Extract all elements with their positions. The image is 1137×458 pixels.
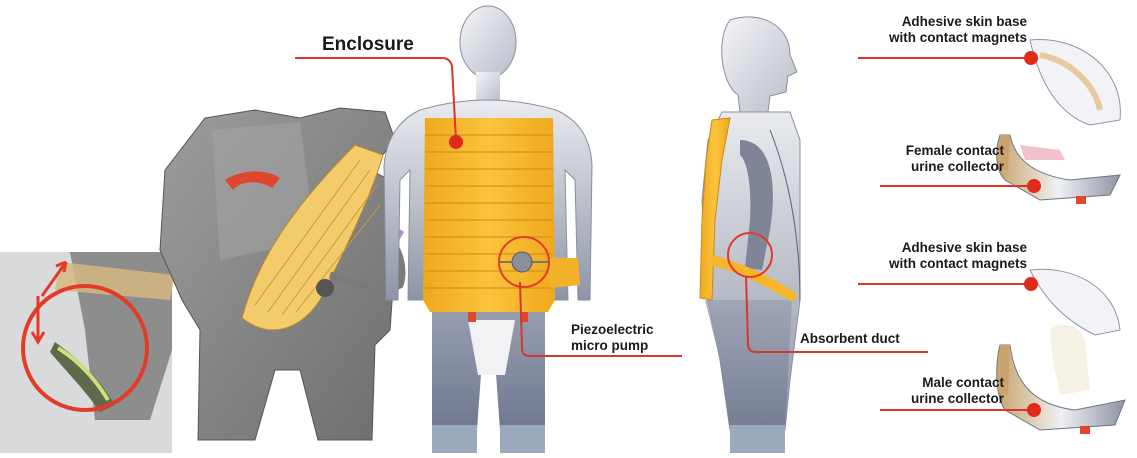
adhesive-bottom-dot (1024, 277, 1038, 291)
pump-label-line2: micro pump (571, 338, 654, 354)
female-collector-line2: urine collector (906, 159, 1004, 175)
micro-pump-icon (512, 252, 532, 272)
adhesive-base-bottom-line1: Adhesive skin base (889, 240, 1027, 256)
garment-illustration (160, 108, 404, 440)
leader-lines (295, 58, 1033, 410)
inset-detail (0, 252, 175, 453)
absorbent-duct-label: Absorbent duct (800, 331, 900, 347)
adhesive-top-dot (1024, 51, 1038, 65)
collector-details (997, 40, 1125, 434)
pump-label-line1: Piezoelectric (571, 322, 654, 338)
female-dot (1027, 179, 1041, 193)
male-collector-line2: urine collector (911, 391, 1004, 407)
male-dot (1027, 403, 1041, 417)
female-collector-line1: Female contact (906, 143, 1004, 159)
adhesive-base-top-line1: Adhesive skin base (889, 14, 1027, 30)
enclosure-panel (423, 118, 555, 312)
adhesive-base-top-label: Adhesive skin base with contact magnets (889, 14, 1027, 45)
female-collector-label: Female contact urine collector (906, 143, 1004, 174)
adhesive-base-bottom-label: Adhesive skin base with contact magnets (889, 240, 1027, 271)
back-view-figure (384, 6, 592, 453)
enclosure-dot (449, 135, 463, 149)
male-collector-label: Male contact urine collector (911, 375, 1004, 406)
adhesive-base-top-line2: with contact magnets (889, 30, 1027, 46)
adhesive-base-bottom-line2: with contact magnets (889, 256, 1027, 272)
male-collector-line1: Male contact (911, 375, 1004, 391)
side-view-figure (700, 17, 800, 453)
pump-label: Piezoelectric micro pump (571, 322, 654, 353)
enclosure-label: Enclosure (322, 34, 414, 56)
